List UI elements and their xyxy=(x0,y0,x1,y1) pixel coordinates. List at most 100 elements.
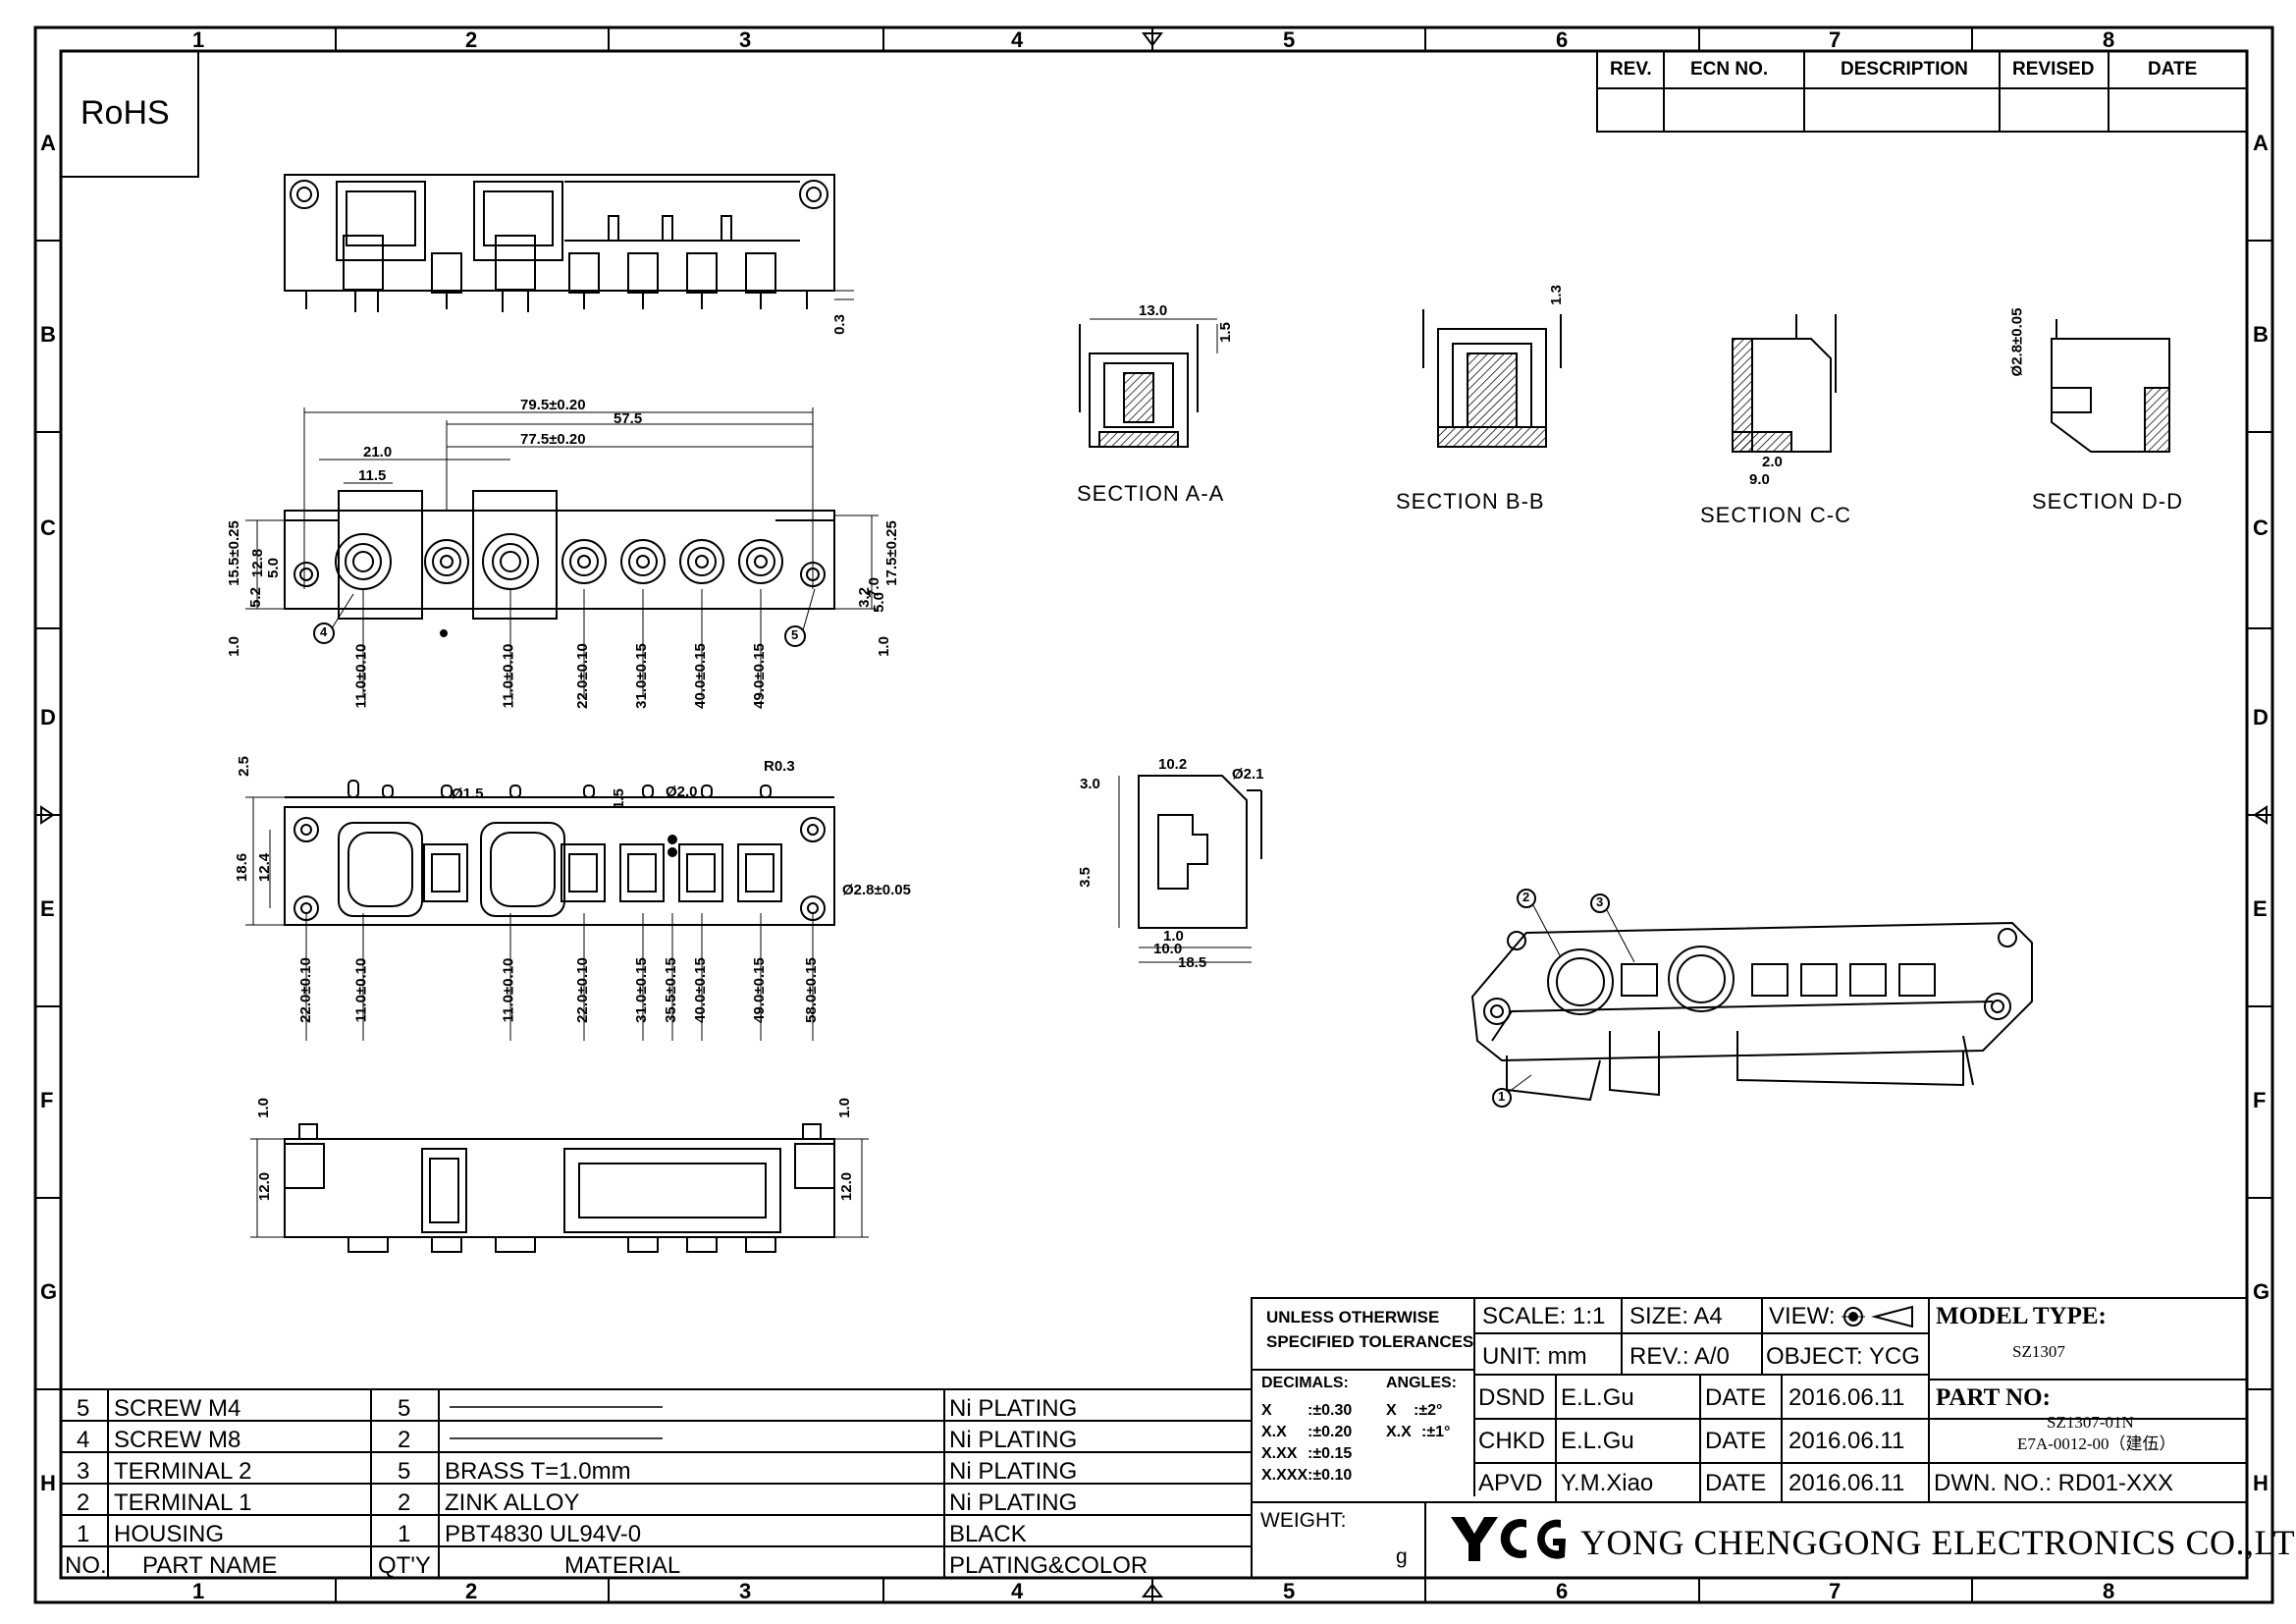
dim-plan-dia-2-8: Ø2.8±0.05 xyxy=(842,882,911,898)
sig-date-label-dsnd: DATE xyxy=(1705,1384,1767,1411)
zone-row-e-right: E xyxy=(2253,896,2268,921)
zone-row-d-right: D xyxy=(2253,705,2269,730)
dim-top-0-3: 0.3 xyxy=(830,314,848,335)
zone-col-4: 4 xyxy=(1011,27,1024,52)
part-no-2: E7A-0012-00（建伍） xyxy=(2017,1435,2176,1453)
dim-plan-bot-4: 22.0±0.10 xyxy=(573,957,591,1023)
zone-col-5-bottom: 5 xyxy=(1283,1579,1296,1603)
model-type: SZ1307 xyxy=(2012,1342,2065,1361)
bom-row-3-material: BRASS T=1.0mm xyxy=(445,1458,631,1485)
dim-front-bot-6: 49.0±0.15 xyxy=(750,643,768,709)
dim-side-1: 1.0 xyxy=(1163,928,1184,945)
zone-row-g-right: G xyxy=(2253,1279,2270,1304)
zone-row-g: G xyxy=(40,1279,58,1304)
bom-header-no: NO. xyxy=(65,1552,107,1579)
bom-row-4-name: SCREW M8 xyxy=(114,1427,241,1453)
section-b-label: SECTION B-B xyxy=(1396,489,1545,514)
bom-row-1-material: PBT4830 UL94V-0 xyxy=(445,1521,642,1547)
dim-sec-a-13: 13.0 xyxy=(1139,302,1168,319)
sig-date-apvd: 2016.06.11 xyxy=(1789,1470,1905,1496)
tol-angle-x-value: :±2° xyxy=(1414,1402,1443,1419)
zone-row-c-right: C xyxy=(2253,515,2269,540)
sheet-size: SIZE: A4 xyxy=(1629,1303,1723,1329)
iso-bubble-1: 1 xyxy=(1498,1089,1506,1104)
dim-plan-bot-9: 58.0±0.15 xyxy=(802,957,820,1023)
zone-col-4-bottom: 4 xyxy=(1011,1579,1024,1603)
dwn-no: DWN. NO.: RD01-XXX xyxy=(1934,1470,2174,1496)
zone-col-1-bottom: 1 xyxy=(192,1579,205,1603)
zone-row-h-right: H xyxy=(2253,1471,2269,1495)
tol-xxxx-value: :±0.10 xyxy=(1308,1467,1353,1484)
dim-front-right-1: 1.0 xyxy=(875,636,892,657)
dim-front-bot-3: 22.0±0.10 xyxy=(573,643,591,709)
dim-plan-18-6: 18.6 xyxy=(234,852,251,883)
bom-row-5-qty: 5 xyxy=(398,1395,411,1422)
sig-role-apvd: APVD xyxy=(1478,1470,1543,1496)
tol-title-2: SPECIFIED TOLERANCES xyxy=(1266,1332,1474,1351)
zone-col-1: 1 xyxy=(192,27,205,52)
dim-plan-bot-2: 11.0±0.10 xyxy=(352,957,370,1023)
unit: UNIT: mm xyxy=(1482,1343,1587,1370)
iso-bubble-2: 2 xyxy=(1522,890,1530,904)
zone-col-7: 7 xyxy=(1829,27,1842,52)
part-no-label: PART NO: xyxy=(1936,1384,2051,1411)
bubble-4-label: 4 xyxy=(320,624,328,639)
dim-sec-c-9: 9.0 xyxy=(1749,471,1770,488)
dim-plan-bot-6: 35.5±0.15 xyxy=(662,957,679,1023)
zone-col-8-bottom: 8 xyxy=(2103,1579,2115,1603)
dim-bot-12-r: 12.0 xyxy=(838,1171,856,1202)
dim-sec-b-1-3: 1.3 xyxy=(1547,285,1565,305)
rev-header-ecn: ECN NO. xyxy=(1690,59,1769,80)
weight-unit: g xyxy=(1396,1545,1408,1568)
dim-bot-1: 1.0 xyxy=(254,1098,272,1118)
zone-row-a: A xyxy=(40,131,56,155)
dim-plan-dia-1-5: Ø1.5 xyxy=(452,785,484,802)
sig-date-label-apvd: DATE xyxy=(1705,1470,1767,1496)
section-c-label: SECTION C-C xyxy=(1700,503,1851,527)
zone-col-3: 3 xyxy=(739,27,752,52)
dim-plan-bot-1: 22.0±0.10 xyxy=(296,957,314,1023)
dim-front-left-15-5: 15.5±0.25 xyxy=(225,520,242,586)
bom-row-1-plating: BLACK xyxy=(949,1521,1027,1547)
dim-side-dia: Ø2.1 xyxy=(1232,766,1264,783)
zone-row-f-right: F xyxy=(2253,1088,2267,1112)
bubble-5-label: 5 xyxy=(791,627,799,642)
bom-row-5-name: SCREW M4 xyxy=(114,1395,241,1422)
rev-header-revised: REVISED xyxy=(2012,59,2095,80)
dim-side-10: 10.0 xyxy=(1153,941,1183,957)
bom-row-2-material: ZINK ALLOY xyxy=(445,1489,580,1516)
rev-header-rev: REV. xyxy=(1610,59,1652,80)
rev-header-description: DESCRIPTION xyxy=(1841,59,1968,80)
bom-row-3-name: TERMINAL 2 xyxy=(114,1458,252,1485)
bom-row-4-no: 4 xyxy=(77,1427,90,1453)
dim-plan-bot-8: 49.0±0.15 xyxy=(750,957,768,1023)
dim-sec-a-1-5: 1.5 xyxy=(1216,322,1234,343)
rev-header-date: DATE xyxy=(2148,59,2198,80)
zone-col-6-bottom: 6 xyxy=(1556,1579,1569,1603)
zone-col-2-bottom: 2 xyxy=(465,1579,478,1603)
bom-row-2-plating: Ni PLATING xyxy=(949,1489,1078,1516)
tol-xx-value: :±0.20 xyxy=(1308,1424,1353,1440)
zone-col-6: 6 xyxy=(1556,27,1569,52)
bom-row-2-no: 2 xyxy=(77,1489,90,1516)
bom-row-1-name: HOUSING xyxy=(114,1521,225,1547)
dim-front-bot-1: 11.0±0.10 xyxy=(352,643,370,709)
bom-header-material: MATERIAL xyxy=(564,1552,681,1579)
zone-row-a-right: A xyxy=(2253,131,2269,155)
dim-front-right-5: 5.0 xyxy=(870,592,887,613)
tol-xxxx: X.XXX xyxy=(1261,1467,1308,1484)
bom-row-3-plating: Ni PLATING xyxy=(949,1458,1078,1485)
dim-front-right-17-5: 17.5±0.25 xyxy=(882,520,900,586)
tol-x-value: :±0.30 xyxy=(1308,1402,1353,1419)
dim-front-57-5: 57.5 xyxy=(614,410,643,427)
dim-side-10-2: 10.2 xyxy=(1158,756,1188,773)
dim-front-left-12-8: 12.8 xyxy=(249,548,267,578)
view-label: VIEW: xyxy=(1769,1303,1836,1329)
weight-label: WEIGHT: xyxy=(1260,1509,1347,1532)
bom-row-1-qty: 1 xyxy=(398,1521,411,1547)
dim-front-left-5-2: 5.2 xyxy=(246,587,264,608)
tol-angle-xx-value: :±1° xyxy=(1421,1424,1451,1440)
zone-col-2: 2 xyxy=(465,27,478,52)
